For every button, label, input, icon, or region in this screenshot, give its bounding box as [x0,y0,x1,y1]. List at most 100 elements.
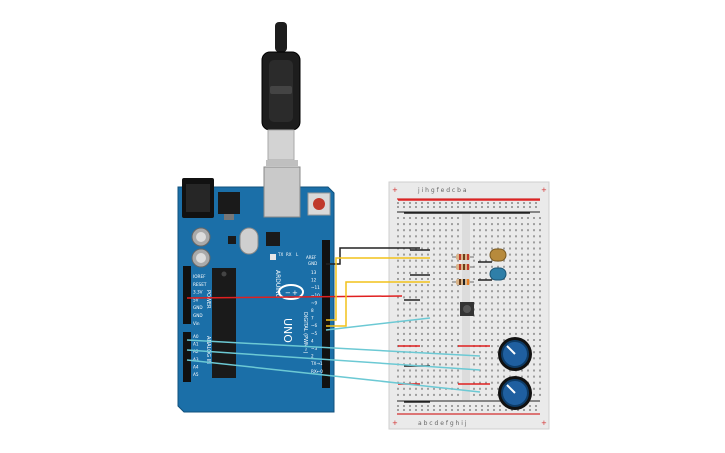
breadboard-hole[interactable] [409,253,411,256]
breadboard-hole[interactable] [397,332,399,335]
breadboard-hole[interactable] [457,296,459,299]
breadboard-hole[interactable] [445,217,447,219]
breadboard-hole[interactable] [427,363,429,366]
breadboard-hole[interactable] [491,229,493,232]
breadboard-hole[interactable] [409,369,411,372]
breadboard-hole[interactable] [509,229,511,232]
rail-hole[interactable] [517,202,519,204]
breadboard-hole[interactable] [479,393,481,396]
rail-hole[interactable] [445,409,447,411]
breadboard-hole[interactable] [479,375,481,378]
breadboard-hole[interactable] [415,302,417,305]
breadboard-hole[interactable] [509,223,511,226]
breadboard-hole[interactable] [491,290,493,293]
breadboard-hole[interactable] [421,363,423,366]
breadboard-hole[interactable] [515,296,517,299]
breadboard-hole[interactable] [415,235,417,238]
breadboard-hole[interactable] [485,217,487,219]
breadboard-hole[interactable] [485,247,487,250]
breadboard-hole[interactable] [421,302,423,305]
breadboard-hole[interactable] [473,351,475,354]
breadboard-hole[interactable] [403,290,405,293]
breadboard-hole[interactable] [451,229,453,232]
rail-hole[interactable] [499,409,501,411]
breadboard-hole[interactable] [503,302,505,305]
breadboard-hole[interactable] [509,247,511,250]
breadboard-hole[interactable] [521,241,523,244]
rail-hole[interactable] [535,405,537,407]
breadboard-hole[interactable] [439,369,441,372]
breadboard-hole[interactable] [485,278,487,280]
rail-hole[interactable] [481,405,483,407]
breadboard-hole[interactable] [527,229,529,232]
breadboard-hole[interactable] [479,290,481,293]
breadboard-hole[interactable] [397,235,399,238]
breadboard-hole[interactable] [415,223,417,226]
breadboard-hole[interactable] [439,229,441,232]
breadboard-hole[interactable] [433,253,435,256]
breadboard-hole[interactable] [527,241,529,244]
rail-hole[interactable] [403,202,405,204]
breadboard-hole[interactable] [503,259,505,262]
breadboard-hole[interactable] [491,357,493,360]
rail-hole[interactable] [433,202,435,204]
breadboard-hole[interactable] [439,259,441,262]
breadboard-hole[interactable] [497,351,499,354]
breadboard-hole[interactable] [527,253,529,256]
breadboard-hole[interactable] [433,223,435,226]
breadboard-hole[interactable] [409,320,411,323]
breadboard-hole[interactable] [479,271,481,274]
breadboard-hole[interactable] [533,284,535,287]
rail-hole[interactable] [397,409,399,411]
breadboard-hole[interactable] [445,369,447,372]
breadboard-hole[interactable] [479,217,481,219]
breadboard-hole[interactable] [415,271,417,274]
breadboard-hole[interactable] [439,387,441,390]
breadboard-hole[interactable] [445,314,447,317]
breadboard-hole[interactable] [421,381,423,384]
breadboard-hole[interactable] [533,357,535,360]
breadboard-hole[interactable] [421,223,423,226]
breadboard-hole[interactable] [479,284,481,287]
breadboard-hole[interactable] [397,223,399,226]
breadboard-hole[interactable] [503,369,505,372]
rail-hole[interactable] [487,405,489,407]
rail-hole[interactable] [427,202,429,204]
breadboard-hole[interactable] [415,339,417,341]
breadboard-hole[interactable] [539,235,541,238]
breadboard-hole[interactable] [527,284,529,287]
breadboard-hole[interactable] [509,271,511,274]
breadboard-hole[interactable] [497,326,499,329]
breadboard-hole[interactable] [403,241,405,244]
breadboard-hole[interactable] [427,345,429,348]
breadboard-hole[interactable] [503,314,505,317]
breadboard-hole[interactable] [521,284,523,287]
breadboard-hole[interactable] [515,314,517,317]
breadboard-hole[interactable] [473,241,475,244]
rail-hole[interactable] [529,409,531,411]
breadboard-hole[interactable] [515,247,517,250]
breadboard-hole[interactable] [515,235,517,238]
breadboard-hole[interactable] [439,375,441,378]
rail-hole[interactable] [463,202,465,204]
breadboard-hole[interactable] [415,229,417,232]
breadboard-hole[interactable] [445,241,447,244]
breadboard-hole[interactable] [457,393,459,396]
breadboard-hole[interactable] [409,326,411,329]
breadboard-hole[interactable] [397,229,399,232]
rail-hole[interactable] [409,405,411,407]
breadboard-hole[interactable] [457,308,459,311]
breadboard-hole[interactable] [509,314,511,317]
rail-hole[interactable] [433,409,435,411]
breadboard-hole[interactable] [491,217,493,219]
breadboard-hole[interactable] [427,290,429,293]
breadboard-hole[interactable] [539,290,541,293]
breadboard-hole[interactable] [491,339,493,341]
rail-hole[interactable] [445,202,447,204]
rail-hole[interactable] [451,409,453,411]
breadboard-hole[interactable] [485,253,487,256]
breadboard-hole[interactable] [509,296,511,299]
breadboard-hole[interactable] [457,314,459,317]
breadboard-hole[interactable] [515,320,517,323]
breadboard-hole[interactable] [515,278,517,280]
